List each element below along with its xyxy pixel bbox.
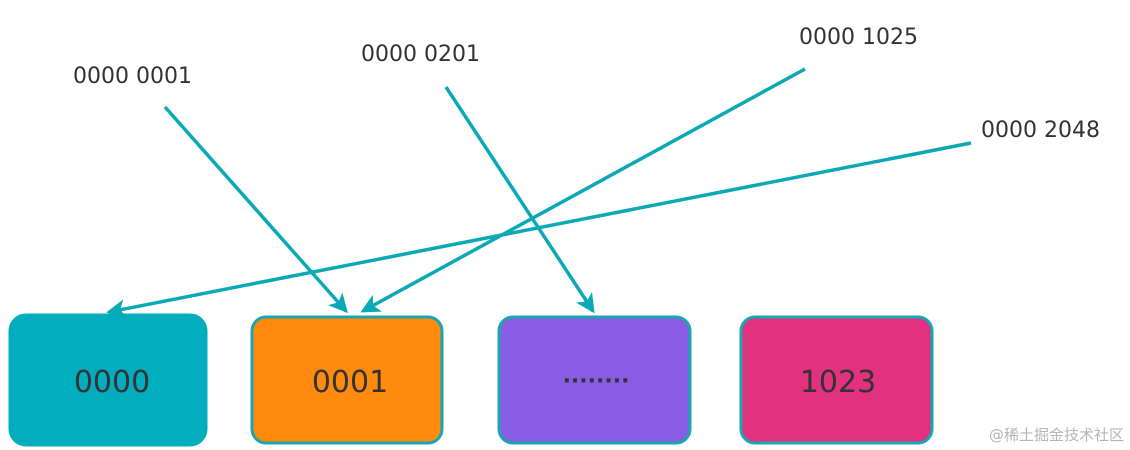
arrow-1025-to-box-0001 xyxy=(360,67,806,313)
box-ellipsis-shape xyxy=(497,315,692,445)
box-ellipsis-label: ········ xyxy=(563,369,630,394)
box-1023-shape xyxy=(739,315,934,445)
box-1023-label: 1023 xyxy=(800,365,876,400)
label-0000-0201: 0000 0201 xyxy=(361,42,480,67)
label-0000-2048: 0000 2048 xyxy=(981,118,1100,143)
box-0001: 0001 xyxy=(250,315,444,445)
arrow-2048-to-box-0000 xyxy=(106,141,972,319)
arrow-0201-to-box-ellipsis xyxy=(444,86,595,314)
arrow-0001-to-box-0001 xyxy=(163,105,348,314)
label-0000-0001: 0000 0001 xyxy=(73,64,192,89)
box-0000-label: 0000 xyxy=(74,365,150,400)
watermark-text: @稀土掘金技术社区 xyxy=(989,426,1124,444)
label-0000-1025: 0000 1025 xyxy=(799,25,918,50)
box-1023: 1023 xyxy=(739,315,934,445)
box-ellipsis: ········ xyxy=(497,315,692,445)
box-0001-shape xyxy=(250,315,444,445)
box-0001-label: 0001 xyxy=(312,365,388,400)
box-0000: 0000 xyxy=(8,313,208,447)
